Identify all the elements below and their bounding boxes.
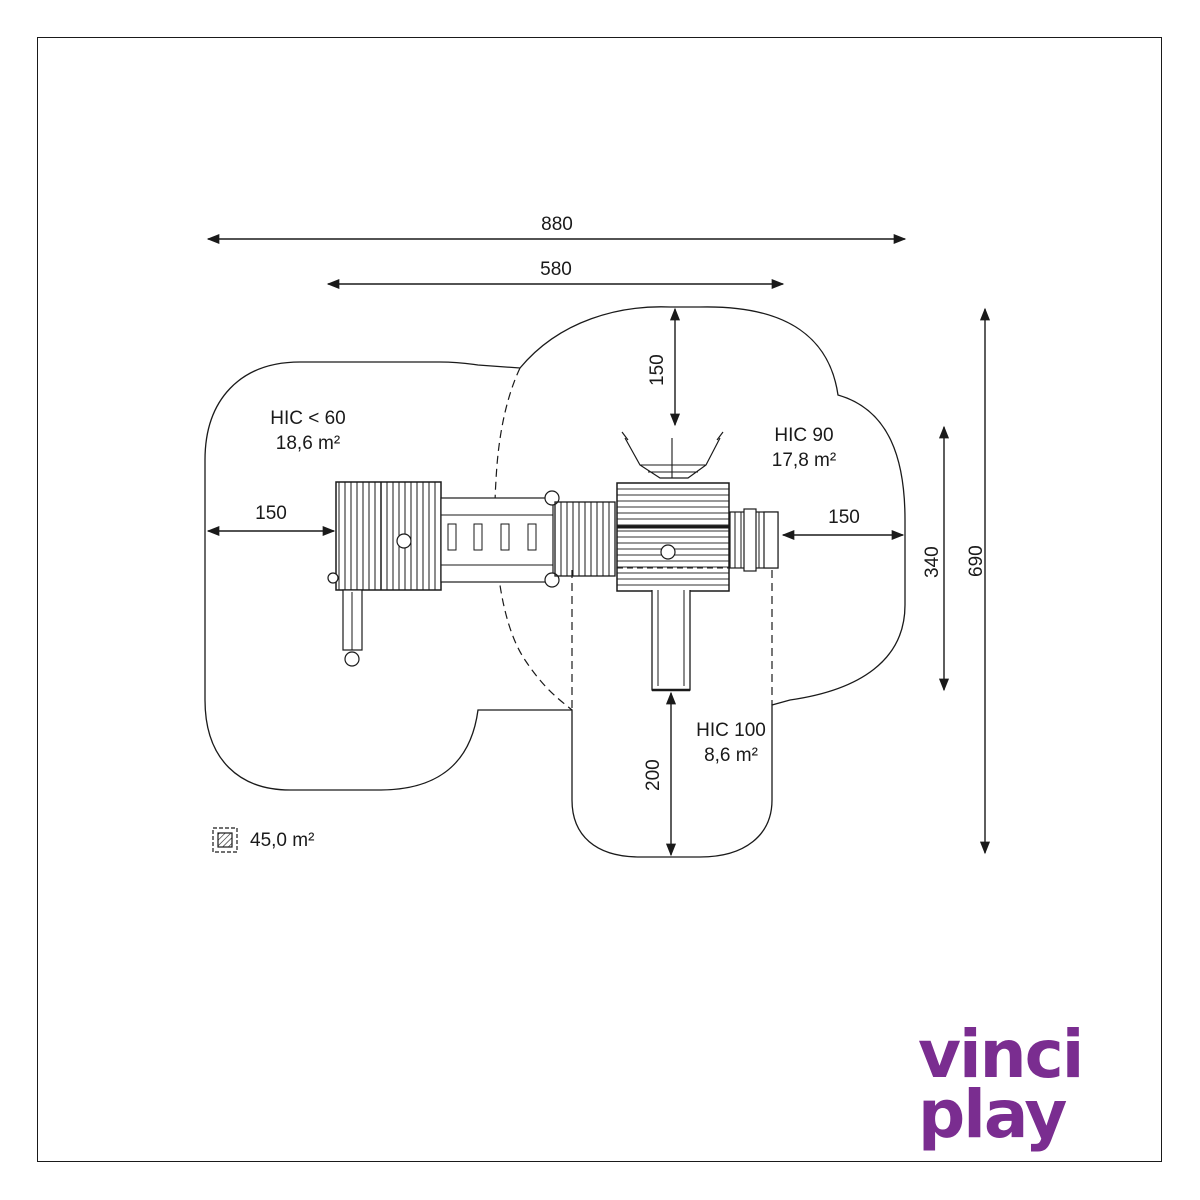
dim-bottom-clearance: 200 xyxy=(643,759,664,791)
zone-bottom-area: 8,6 m² xyxy=(704,745,758,766)
zone-left-area: 18,6 m² xyxy=(275,433,341,454)
dim-top-clearance: 150 xyxy=(647,354,668,386)
climbing-element xyxy=(729,508,779,572)
left-tower xyxy=(327,481,442,667)
slide xyxy=(651,590,691,692)
dim-overall-depth: 690 xyxy=(966,545,987,577)
dim-overall-width: 880 xyxy=(541,214,573,235)
safety-zone-outline xyxy=(204,306,906,858)
dim-left-clearance: 150 xyxy=(255,503,287,524)
drawing-frame xyxy=(37,37,1162,1162)
brand-logo-line1: vinci xyxy=(918,1016,1084,1093)
dim-zone-depth: 340 xyxy=(922,546,943,578)
zone-bottom-hic: HIC 100 xyxy=(696,720,766,741)
bridge xyxy=(440,490,560,588)
main-tower xyxy=(616,431,730,592)
mid-platform xyxy=(554,501,616,577)
dim-structure-width: 580 xyxy=(540,259,572,280)
total-area: 45,0 m² xyxy=(250,830,315,851)
zone-left-hic: HIC < 60 xyxy=(270,408,346,429)
dim-right-clearance: 150 xyxy=(828,507,860,528)
brand-logo-line2: play xyxy=(918,1076,1067,1153)
zone-right-hic: HIC 90 xyxy=(774,425,834,446)
brand-logo: vinci play xyxy=(918,1016,1118,1153)
hatched-area-icon xyxy=(212,827,238,853)
zone-right-area: 17,8 m² xyxy=(771,450,837,471)
